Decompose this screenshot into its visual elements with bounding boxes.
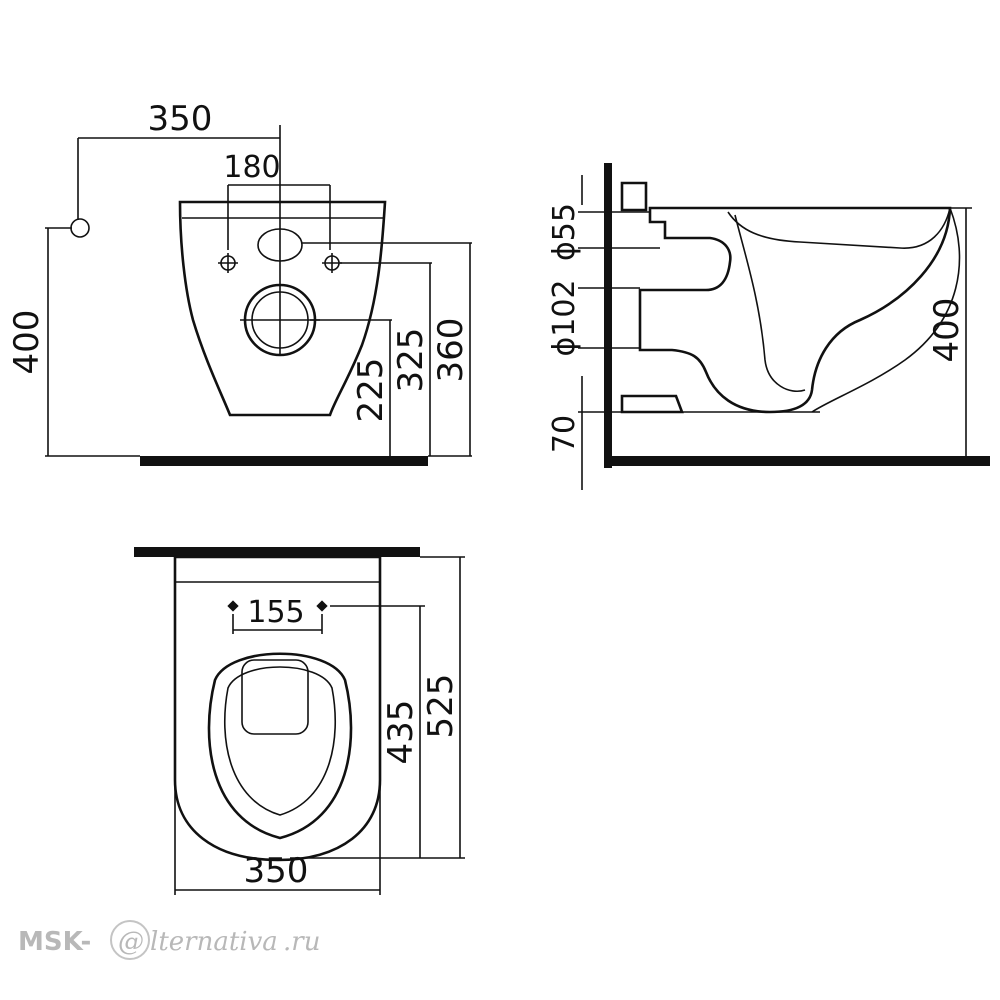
dim-top-525: 525 bbox=[421, 674, 461, 739]
dim-side-inlet: ϕ55 bbox=[547, 203, 582, 261]
dim-side-400: 400 bbox=[927, 298, 967, 363]
top-bowl-outline bbox=[173, 555, 382, 862]
front-floor-slab bbox=[140, 456, 428, 466]
watermark: MSK- @ lternativa .ru bbox=[18, 920, 320, 960]
dim-side-outlet: ϕ102 bbox=[547, 279, 582, 356]
side-floor bbox=[604, 456, 990, 466]
watermark-prefix: MSK- bbox=[18, 927, 91, 957]
side-wall bbox=[604, 163, 612, 468]
top-bolt-right bbox=[316, 600, 328, 612]
watermark-at-glyph: @ bbox=[118, 927, 144, 957]
dim-front-400: 400 bbox=[7, 310, 47, 375]
drain-marker bbox=[70, 218, 90, 238]
front-view: 350 180 400 225 325 360 bbox=[7, 99, 472, 466]
dim-top-155: 155 bbox=[247, 595, 304, 630]
top-view: 155 435 525 350 bbox=[134, 547, 465, 895]
watermark-suffix: .ru bbox=[283, 927, 320, 957]
top-seat-inner bbox=[223, 666, 337, 816]
dim-front-180: 180 bbox=[223, 150, 280, 185]
top-lid-hinge-area bbox=[241, 659, 309, 735]
side-bowl-outline bbox=[638, 206, 952, 414]
side-trapway bbox=[734, 214, 806, 392]
dim-side-clearance: 70 bbox=[547, 415, 582, 453]
top-bolt-left bbox=[227, 600, 239, 612]
dim-front-225: 225 bbox=[351, 358, 391, 423]
dim-top-350: 350 bbox=[244, 851, 309, 891]
dim-front-350: 350 bbox=[148, 99, 213, 139]
side-floor-bracket bbox=[620, 394, 684, 414]
dim-top-435: 435 bbox=[381, 700, 421, 765]
watermark-script: lternativa bbox=[150, 927, 278, 957]
top-seat-outer bbox=[207, 652, 353, 840]
dim-front-325: 325 bbox=[391, 328, 431, 393]
top-wall-slab bbox=[134, 547, 420, 557]
watermark-at-icon bbox=[110, 920, 150, 960]
dim-front-360: 360 bbox=[431, 318, 471, 383]
side-inlet-stub bbox=[620, 181, 648, 212]
front-bowl-outline bbox=[178, 200, 387, 417]
side-view: ϕ55 ϕ102 70 400 bbox=[547, 163, 990, 490]
